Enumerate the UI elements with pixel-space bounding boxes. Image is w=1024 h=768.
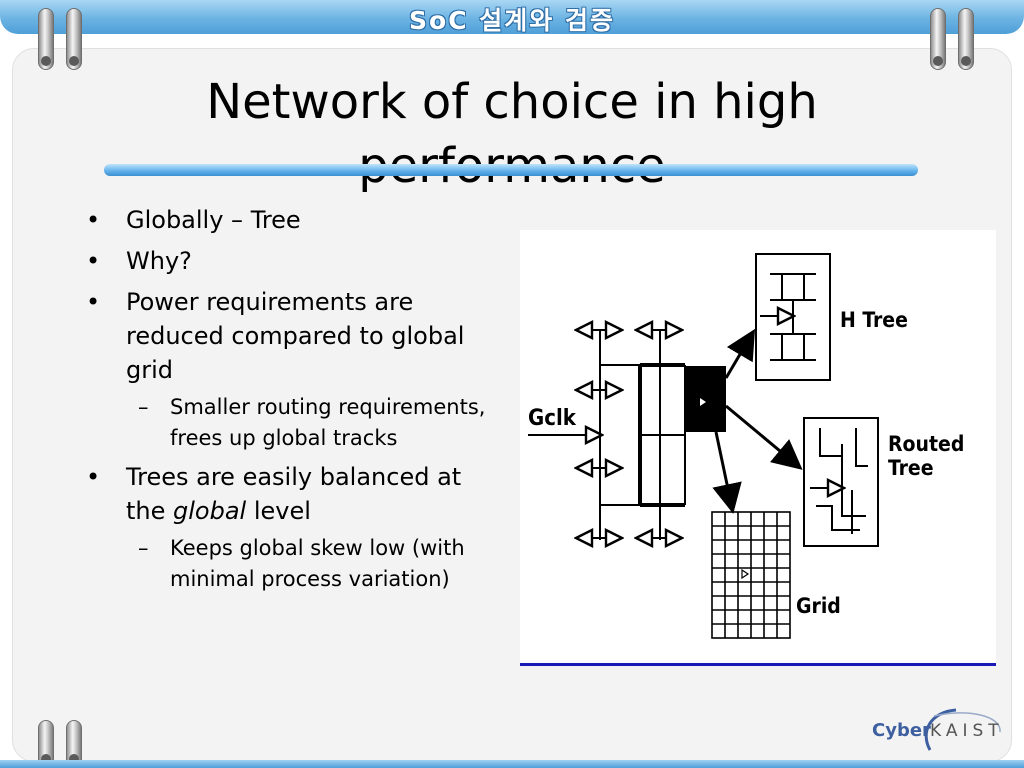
clock-network-figure: Gclk H Tree Routed Tree Grid (520, 230, 996, 666)
slide-title: Network of choice in high performance (206, 74, 818, 194)
figure-underline (520, 663, 996, 666)
title-underline-bar (104, 164, 918, 176)
sub-bullet-text: Smaller routing requirements, frees up g… (170, 395, 486, 450)
logo-swoosh-icon (924, 708, 1001, 751)
sub-bullet-text: Keeps global skew low (with minimal proc… (170, 536, 465, 591)
bullet-list: • Globally – Tree • Why? • Power require… (86, 203, 486, 601)
bullet-text-before: Trees are easily balanced at the (126, 463, 462, 525)
binder-ring-icon (930, 8, 946, 70)
gclk-label: Gclk (528, 406, 576, 431)
binder-ring-icon (38, 720, 54, 768)
bullet-mark: • (86, 288, 101, 316)
cyber-kaist-logo: Cyber KAIST (868, 706, 1008, 756)
bullet-text: Globally – Tree (126, 206, 301, 234)
bullet-item: • Globally – Tree (86, 203, 486, 237)
sub-bullet-item: – Keeps global skew low (with minimal pr… (86, 533, 486, 595)
bullet-item: • Trees are easily balanced at the globa… (86, 460, 486, 528)
bullet-item: • Power requirements are reduced compare… (86, 285, 486, 387)
bullet-mark: • (86, 247, 101, 275)
bullet-item: • Why? (86, 244, 486, 278)
bullet-text-after: level (246, 497, 311, 525)
bullet-mark: • (86, 463, 101, 491)
clock-network-diagram (528, 253, 879, 639)
bullet-text-italic: global (173, 497, 247, 525)
logo-kaist-text: KAIST (930, 721, 1004, 741)
banner-title: SoC 설계와 검증 (409, 6, 615, 35)
bullet-text: Power requirements are reduced compared … (126, 288, 465, 384)
grid-label: Grid (796, 594, 841, 618)
binder-ring-icon (38, 8, 54, 70)
footer-bar (0, 760, 1024, 768)
logo-cyber-text: Cyber (872, 720, 931, 741)
sub-bullet-item: – Smaller routing requirements, frees up… (86, 392, 486, 454)
binder-ring-icon (958, 8, 974, 70)
routed-tree-label: Routed Tree (888, 432, 965, 480)
h-tree-label: H Tree (840, 308, 908, 332)
bullet-text: Why? (126, 247, 192, 275)
sub-bullet-mark: – (138, 536, 149, 560)
sub-bullet-mark: – (138, 395, 149, 419)
binder-ring-icon (66, 8, 82, 70)
bullet-mark: • (86, 206, 101, 234)
header-banner: SoC 설계와 검증 (0, 0, 1024, 35)
